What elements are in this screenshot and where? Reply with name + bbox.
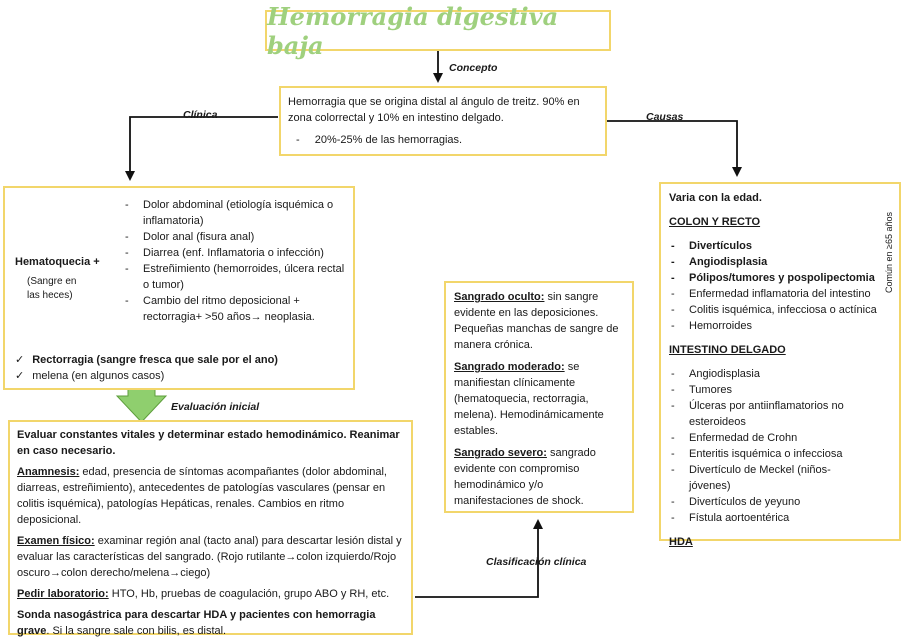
oculto-text: sin sangre evidente en las deposiciones.… (454, 291, 619, 351)
dash-marker: - (296, 134, 300, 146)
list-item: Angiodisplasia (669, 366, 865, 382)
moderado-title: Sangrado moderado: (454, 361, 565, 373)
check-text: melena (en algunos casos) (32, 370, 165, 382)
list-item: Dolor abdominal (etiología isquémica o i… (123, 197, 353, 229)
check-icon: ✓ (15, 370, 25, 382)
list-item: Fístula aortoentérica (669, 510, 865, 526)
list-item: Angiodisplasia (669, 254, 891, 270)
sangrado-severo: Sangrado severo: sangrado evidente con c… (454, 445, 624, 509)
concepto-bullet-row: - 20%-25% de las hemorragias. (288, 132, 598, 148)
concepto-box: Hemorragia que se origina distal al ángu… (279, 86, 607, 156)
list-item: Diarrea (enf. Inflamatoria o infección) (123, 245, 353, 261)
list-item: Colitis isquémica, infecciosa o actínica (669, 302, 891, 318)
list-item: Dolor anal (fisura anal) (123, 229, 353, 245)
list-item: Pólipos/tumores y pospolipectomia (669, 270, 891, 286)
list-item: Estreñimiento (hemorroides, úlcera recta… (123, 261, 353, 293)
page-title: Hemorragia digestiva baja (267, 1, 559, 60)
clinica-sub: (Sangre en las heces) (27, 276, 77, 301)
clinica-list: Dolor abdominal (etiología isquémica o i… (123, 197, 353, 325)
examen-text: examinar región anal (tacto anal) para d… (17, 535, 402, 579)
label-concepto: Concepto (449, 62, 498, 74)
clinica-main: Hematoquecia + (15, 256, 100, 268)
check-item: ✓ melena (en algunos casos) (15, 368, 278, 384)
list-item: Divertículos de yeyuno (669, 494, 865, 510)
arrow-clinica (125, 116, 278, 181)
label-evaluacion: Evaluación inicial (171, 401, 260, 413)
clasificacion-box: Sangrado oculto: sin sangre evidente en … (444, 281, 634, 513)
label-clinica: Clínica (183, 109, 218, 121)
check-icon: ✓ (15, 354, 25, 366)
arrow-causas (607, 120, 742, 177)
hda-title: HDA (669, 536, 693, 548)
evaluacion-sonda: Sonda nasogástrica para descartar HDA y … (17, 607, 404, 639)
causas-intro: Varia con la edad. (669, 192, 762, 204)
sangrado-moderado: Sangrado moderado: se manifiestan clínic… (454, 359, 624, 439)
sonda-title: Sonda nasogástrica para descartar HDA y … (17, 609, 376, 637)
clinica-checks: ✓ Rectorragia (sangre fresca que sale por… (15, 352, 278, 384)
clinica-box: Hematoquecia + (Sangre en las heces) Dol… (3, 186, 355, 390)
comun-note: Común en ≥65 años (884, 212, 894, 293)
list-item: Divertículos (669, 238, 891, 254)
anamnesis-text: edad, presencia de síntomas acompañantes… (17, 466, 387, 526)
check-item: ✓ Rectorragia (sangre fresca que sale por… (15, 352, 278, 368)
evaluacion-laboratorio: Pedir laboratorio: HTO, Hb, pruebas de c… (17, 586, 404, 602)
evaluacion-anamnesis: Anamnesis: edad, presencia de síntomas a… (17, 464, 404, 528)
moderado-text: se manifiestan clínicamente (hematoqueci… (454, 361, 604, 437)
oculto-title: Sangrado oculto: (454, 291, 545, 303)
severo-text: sangrado evidente con compromiso hemodin… (454, 447, 596, 507)
severo-title: Sangrado severo: (454, 447, 547, 459)
list-item: Enteritis isquémica o infecciosa (669, 446, 865, 462)
list-item: Enfermedad inflamatoria del intestino (669, 286, 891, 302)
label-causas: Causas (646, 111, 684, 123)
evaluacion-intro: Evaluar constantes vitales y determinar … (17, 429, 400, 457)
list-item: Cambio del ritmo deposicional + rectorra… (123, 293, 353, 325)
causas-box: Varia con la edad. COLON Y RECTO Divertí… (659, 182, 901, 548)
sangrado-oculto: Sangrado oculto: sin sangre evidente en … (454, 289, 624, 353)
concepto-bullet: 20%-25% de las hemorragias. (314, 134, 463, 146)
list-item: Divertículo de Meckel (niños-jóvenes) (669, 462, 865, 494)
colon-list: Divertículos Angiodisplasia Pólipos/tumo… (669, 238, 891, 334)
anamnesis-title: Anamnesis: (17, 466, 80, 478)
evaluacion-examen: Examen físico: examinar región anal (tac… (17, 533, 404, 581)
concepto-text: Hemorragia que se origina distal al ángu… (288, 96, 580, 124)
intestino-title: INTESTINO DELGADO (669, 344, 786, 356)
lab-title: Pedir laboratorio: (17, 588, 109, 600)
label-clasificacion: Clasificación clínica (486, 556, 587, 568)
list-item: Tumores (669, 382, 865, 398)
intestino-list: Angiodisplasia Tumores Úlceras por antii… (669, 366, 865, 526)
examen-title: Examen físico: (17, 535, 95, 547)
arrow-clasificacion (415, 519, 543, 598)
check-text: Rectorragia (sangre fresca que sale por … (32, 354, 278, 366)
lab-text: HTO, Hb, pruebas de coagulación, grupo A… (111, 588, 390, 600)
title-box: Hemorragia digestiva baja (265, 2, 611, 60)
colon-title: COLON Y RECTO (669, 216, 761, 228)
sonda-text: . Si la sangre sale con bilis, es distal… (46, 625, 227, 637)
evaluacion-box: Evaluar constantes vitales y determinar … (8, 420, 413, 637)
list-item: Úlceras por antiinflamatorios no esteroi… (669, 398, 865, 430)
list-item: Hemorroides (669, 318, 891, 334)
list-item: Enfermedad de Crohn (669, 430, 865, 446)
